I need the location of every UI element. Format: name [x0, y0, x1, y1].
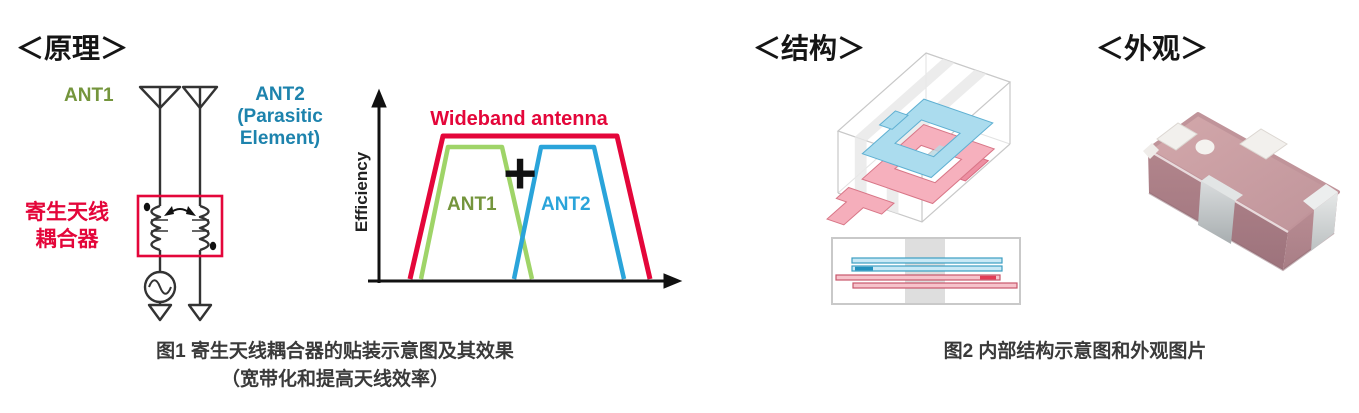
coupler-highlight-box — [136, 194, 224, 258]
figure1-caption-line2: （宽带化和提高天线效率） — [220, 369, 449, 390]
coupler-label: 寄生天线 耦合器 — [25, 201, 109, 252]
chip-top-pad-left — [1156, 122, 1198, 151]
structure-heading: ＜结构＞ — [753, 33, 866, 64]
coil-blue-ring — [851, 95, 992, 177]
pink-layers — [835, 274, 1018, 289]
ant2-curve — [511, 144, 627, 280]
appearance-heading: ＜外观＞ — [1096, 33, 1209, 64]
chart-ant2-label: ANT2 — [541, 194, 591, 215]
structure-3d — [817, 53, 1010, 231]
coil-pink-lower-trace — [817, 188, 894, 232]
ground-left-icon — [147, 303, 173, 322]
blue-layers — [851, 257, 1003, 272]
coupling-arrow-icon — [164, 206, 196, 216]
ant1-curve — [418, 144, 535, 280]
polarity-dots — [143, 202, 217, 251]
chip-right-electrode — [1311, 192, 1338, 251]
chip-top-pad-right — [1239, 128, 1288, 160]
circuit-schematic — [136, 85, 224, 322]
cross-section — [831, 237, 1021, 305]
chip-front-electrode-wrap — [1201, 175, 1243, 201]
ground-right-icon — [187, 303, 213, 322]
figure2-caption: 图2 内部结构示意图和外观图片 — [943, 341, 1207, 362]
ant1-label: ANT1 — [64, 85, 114, 106]
chart-ant1-label: ANT1 — [447, 194, 497, 215]
y-axis-label: Efficiency — [352, 151, 371, 233]
wideband-curve — [407, 133, 653, 280]
wideband-antenna-label: Wideband antenna — [430, 108, 608, 130]
chip-right-electrode-wrap — [1303, 184, 1338, 210]
component-photo — [1143, 112, 1340, 272]
plus-annotation: + — [503, 140, 537, 206]
inductor-right-icon — [198, 204, 210, 252]
chip-index-dot — [1195, 139, 1215, 155]
principle-heading: ＜原理＞ — [16, 33, 129, 64]
x-axis-arrow-icon — [663, 273, 683, 289]
chip-front-electrode — [1198, 181, 1235, 244]
ant2-label: ANT2 (Parasitic Element) — [237, 84, 323, 149]
y-axis-arrow-icon — [371, 88, 387, 108]
chip-left-terminal — [1143, 143, 1159, 159]
figure1-caption-line1: 图1 寄生天线耦合器的贴装示意图及其效果 — [156, 341, 514, 362]
inductor-left-icon — [150, 204, 162, 252]
efficiency-chart — [368, 88, 683, 289]
